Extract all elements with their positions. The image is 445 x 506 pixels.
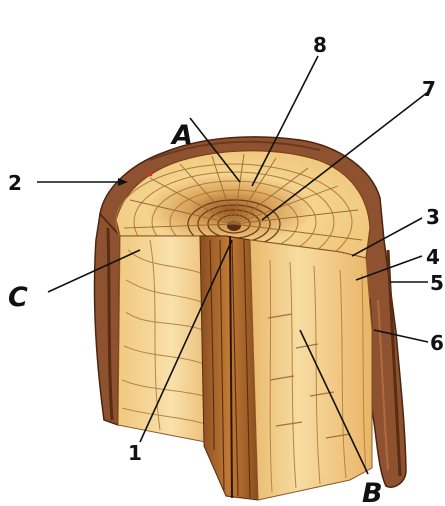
label-6: 6 bbox=[430, 331, 444, 355]
label-3: 3 bbox=[426, 205, 440, 229]
label-C: C bbox=[8, 282, 28, 313]
label-1: 1 bbox=[128, 441, 142, 465]
label-5: 5 bbox=[430, 271, 444, 295]
label-4: 4 bbox=[426, 245, 440, 269]
label-2: 2 bbox=[8, 171, 22, 195]
right-face bbox=[250, 240, 372, 500]
label-7: 7 bbox=[422, 77, 436, 101]
label-B: B bbox=[362, 478, 383, 506]
heartwood-column bbox=[200, 236, 258, 500]
label-A: A bbox=[170, 120, 193, 151]
label-8: 8 bbox=[313, 33, 327, 57]
